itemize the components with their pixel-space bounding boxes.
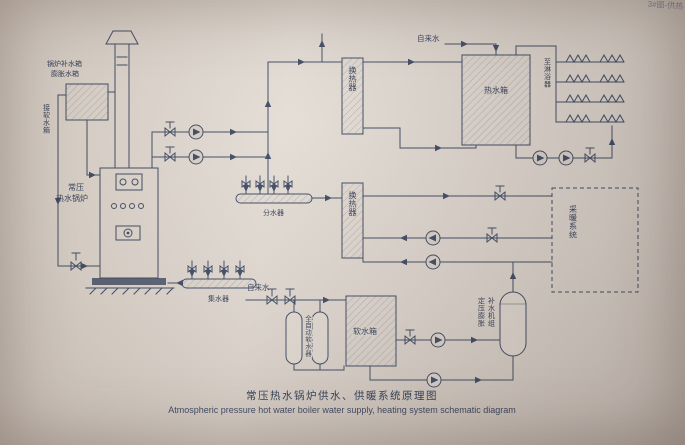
boiler-label-1: 常压 (68, 183, 84, 192)
to-soft-tank-label: 接软水箱 (43, 103, 51, 135)
caption-english: Atmospheric pressure hot water boiler wa… (168, 405, 515, 415)
makeup-tank-label-1: 锅炉补水箱 (47, 59, 82, 68)
pressure-unit-label-1: 定压膨胀 (478, 296, 486, 328)
chimney (105, 30, 139, 169)
diagram-labels: 锅炉补水箱 膨胀水箱 接软水箱 常压 热水锅炉 换热器 换热器 热水箱 至淋浴器… (43, 33, 578, 359)
makeup-tank-label-2: 膨胀水箱 (51, 69, 79, 78)
heat-exchanger-top-label: 换热器 (348, 65, 357, 92)
boiler-label-2: 热水锅炉 (56, 193, 88, 203)
heat-exchanger-top (341, 57, 364, 135)
pressurization-unit (499, 291, 527, 357)
soft-water-tank-label: 软水箱 (353, 326, 377, 336)
heating-system-box (551, 187, 639, 293)
to-showers-label: 至淋浴器 (544, 58, 552, 89)
water-distributor (235, 193, 313, 204)
water-collector (181, 278, 257, 289)
pressure-unit-label-2: 补水机组 (488, 296, 496, 327)
boiler (85, 167, 175, 295)
distributor-label: 分水器 (263, 208, 284, 217)
makeup-expansion-tank (65, 83, 109, 121)
collector-label: 集水器 (208, 294, 229, 303)
heat-exchanger-bottom (341, 182, 364, 259)
soft-water-tank (345, 295, 397, 367)
softener-cylinders (285, 311, 329, 365)
flow-arrows (54, 40, 616, 384)
heating-system-label: 采暖系统 (569, 204, 578, 240)
tap-water-bottom-label: 自来水 (247, 282, 270, 292)
tap-water-top-label: 自来水 (417, 33, 440, 43)
softener-label: 全自动软水器 (304, 314, 312, 358)
hot-water-tank-label: 热水箱 (484, 85, 508, 95)
heat-exchanger-bottom-label: 换热器 (348, 190, 357, 217)
caption-chinese: 常压热水锅炉供水、供暖系统原理图 (246, 389, 438, 402)
corner-handwritten-note: 3#图-供热 (647, 0, 683, 11)
hot-water-tank (461, 54, 531, 146)
